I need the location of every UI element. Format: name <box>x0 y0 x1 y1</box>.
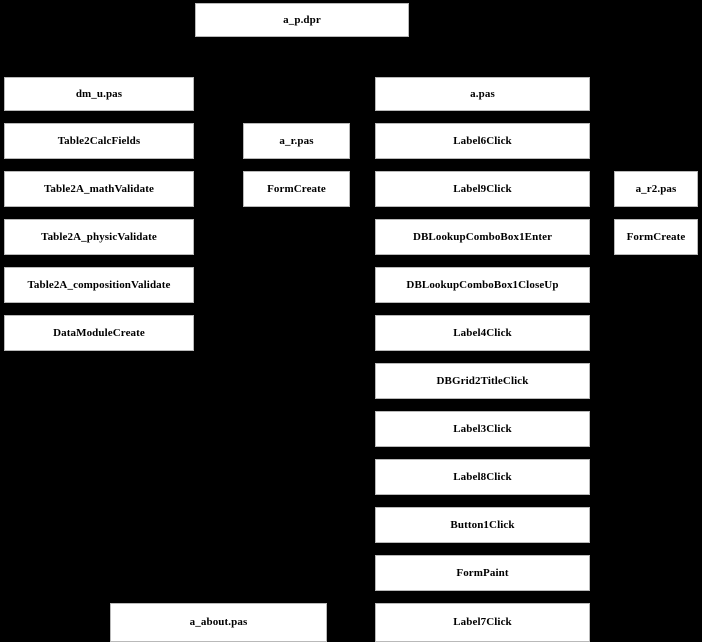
node-label: DBLookupComboBox1Enter <box>412 230 553 243</box>
node-label: a.pas <box>470 87 495 100</box>
node-label: FormCreate <box>267 182 326 195</box>
node-label6[interactable]: Label6Click <box>375 123 590 159</box>
node-t2calc[interactable]: Table2CalcFields <box>4 123 194 159</box>
node-a_r2_form[interactable]: FormCreate <box>614 219 698 255</box>
node-label: Table2A_mathValidate <box>44 182 154 195</box>
node-dblkclose[interactable]: DBLookupComboBox1CloseUp <box>375 267 590 303</box>
node-label3[interactable]: Label3Click <box>375 411 590 447</box>
node-label9[interactable]: Label9Click <box>375 171 590 207</box>
node-label: Label7Click <box>453 616 512 629</box>
node-dbgrid2[interactable]: DBGrid2TitleClick <box>375 363 590 399</box>
node-label: FormPaint <box>456 566 509 579</box>
node-label: a_r.pas <box>279 134 314 147</box>
node-label: a_about.pas <box>189 616 248 629</box>
node-a_r_pas[interactable]: a_r.pas <box>243 123 350 159</box>
node-label: DBLookupComboBox1CloseUp <box>406 278 559 291</box>
node-a_about_pas[interactable]: a_about.pas <box>110 603 327 642</box>
node-dmcreate[interactable]: DataModuleCreate <box>4 315 194 351</box>
node-a_pas[interactable]: a.pas <box>375 77 590 111</box>
node-a_r_form[interactable]: FormCreate <box>243 171 350 207</box>
node-dblkenter[interactable]: DBLookupComboBox1Enter <box>375 219 590 255</box>
node-label: DBGrid2TitleClick <box>436 374 529 387</box>
node-dm_u_pas[interactable]: dm_u.pas <box>4 77 194 111</box>
node-label: Label9Click <box>453 182 512 195</box>
node-label: Label4Click <box>453 326 512 339</box>
node-label8[interactable]: Label8Click <box>375 459 590 495</box>
node-a_r2_pas[interactable]: a_r2.pas <box>614 171 698 207</box>
node-label: Label6Click <box>453 134 512 147</box>
node-label4[interactable]: Label4Click <box>375 315 590 351</box>
node-label: Label8Click <box>453 470 512 483</box>
node-label: Table2A_physicValidate <box>41 230 157 243</box>
node-t2comp[interactable]: Table2A_compositionValidate <box>4 267 194 303</box>
edge-a_pas-to-a_r_pas <box>296 111 483 123</box>
node-formpaint[interactable]: FormPaint <box>375 555 590 591</box>
node-label: a_p.dpr <box>283 13 321 26</box>
node-label: FormCreate <box>626 230 686 243</box>
node-a_p_dpr[interactable]: a_p.dpr <box>195 3 409 37</box>
edge-a_p_dpr-to-a_pas <box>301 37 483 77</box>
node-label: Button1Click <box>450 518 515 531</box>
node-label: dm_u.pas <box>75 87 123 100</box>
node-label7[interactable]: Label7Click <box>375 603 590 642</box>
node-label: DataModuleCreate <box>53 326 145 339</box>
node-label: a_r2.pas <box>635 182 677 195</box>
node-button1[interactable]: Button1Click <box>375 507 590 543</box>
node-t2phys[interactable]: Table2A_physicValidate <box>4 219 194 255</box>
node-label: Label3Click <box>453 422 512 435</box>
node-t2math[interactable]: Table2A_mathValidate <box>4 171 194 207</box>
node-label: Table2A_compositionValidate <box>27 278 171 291</box>
node-label: Table2CalcFields <box>57 134 141 147</box>
edge-a_p_dpr-to-dm_u_pas <box>98 37 303 77</box>
